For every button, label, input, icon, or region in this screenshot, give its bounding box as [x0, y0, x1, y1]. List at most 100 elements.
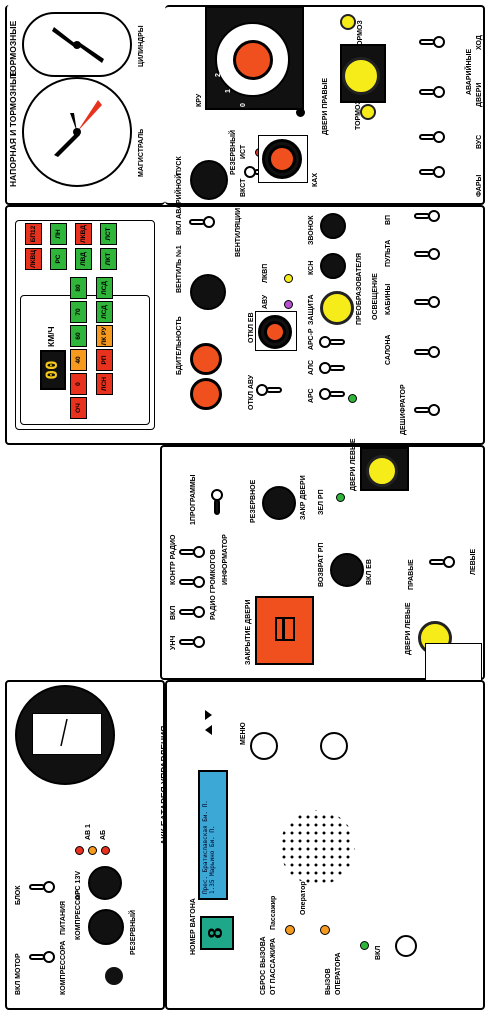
salona-label: САЛОНА: [385, 334, 392, 366]
ars-toggle[interactable]: [319, 387, 345, 401]
ksn-label: КСН: [308, 260, 315, 275]
bditel-button-1[interactable]: [190, 343, 222, 375]
bditel-button-2[interactable]: [190, 378, 222, 410]
kru-switch-handle[interactable]: [233, 40, 273, 80]
motor-toggle[interactable]: [29, 950, 55, 964]
doors-right-button[interactable]: [342, 57, 380, 95]
ventil-avar-toggle[interactable]: [189, 215, 215, 229]
als-toggle[interactable]: [319, 361, 345, 375]
rezervnoe-button[interactable]: [262, 486, 296, 520]
hod-toggle[interactable]: [419, 35, 445, 49]
ksn-button[interactable]: [320, 253, 346, 279]
ars-r-toggle[interactable]: [319, 335, 345, 349]
preobr-label: ПРЕОБРАЗОВАТЕЛЯ: [356, 253, 363, 325]
tormoz-bottom-lamp: [360, 104, 376, 120]
arrow-down-icon[interactable]: [205, 710, 212, 720]
kontr-toggle[interactable]: [179, 575, 205, 589]
avu-lamp: [284, 300, 293, 309]
ind-lkru: ЛК РУ: [96, 325, 113, 347]
pusk-button[interactable]: [190, 160, 228, 200]
pravye-levye-toggle[interactable]: [429, 555, 455, 569]
lamp-av: [75, 846, 84, 855]
blok-label: БЛОК: [15, 885, 22, 906]
dveri-levye-top-button[interactable]: [366, 455, 398, 487]
ars13-button[interactable]: [88, 866, 122, 900]
blok-toggle[interactable]: [29, 880, 55, 894]
lkvp-lamp: [284, 274, 293, 283]
pulta-toggle[interactable]: [414, 247, 440, 261]
menu-label: МЕНЮ: [240, 722, 247, 745]
fary-toggle[interactable]: [419, 165, 445, 179]
dveri-toggle[interactable]: [419, 85, 445, 99]
arrow-up-icon[interactable]: [205, 725, 212, 735]
gauges-brake-label: ТОРМОЗНЫЕ: [8, 20, 18, 77]
kabiny-label: КАБИНЫ: [385, 283, 392, 315]
passazhir-lamp[interactable]: [285, 925, 295, 935]
ventil1-button[interactable]: [190, 274, 226, 310]
zakrytie-button[interactable]: [255, 596, 314, 665]
dveri-levye-bottom-label: ДВЕРИ ЛЕВЫЕ: [405, 602, 412, 655]
ind-lkvd: ЛКВД: [75, 223, 92, 245]
tormoz-top-lamp: [340, 14, 356, 30]
deshifrator-toggle[interactable]: [414, 403, 440, 417]
zaschita-button[interactable]: [320, 291, 354, 325]
zakrytie-label: ЗАКРЫТИЕ ДВЕРИ: [245, 599, 252, 665]
informator-label: ИНФОРМАТОР: [222, 534, 229, 585]
ot-pass-label: ОТ ПАССАЖИРА: [270, 937, 277, 995]
lcd-screen: Прес. Братиславская Би. П. 1.35 Марьино …: [198, 770, 228, 900]
otkl-avu-toggle[interactable]: [256, 383, 282, 397]
kompressora-label: КОМПРЕССОРА: [60, 940, 67, 995]
vus-toggle[interactable]: [419, 130, 445, 144]
zakr-dveri-label: ЗАКР ДВЕРИ: [300, 475, 307, 520]
zvonok-button[interactable]: [320, 213, 346, 239]
kru-pos-1: 1: [225, 89, 232, 93]
vkl-info-button[interactable]: [395, 935, 417, 957]
programs-toggle[interactable]: [210, 489, 224, 515]
ars-label: АРС: [308, 388, 315, 403]
pitaniya-label: ПИТАНИЯ: [60, 900, 67, 935]
zaschita-label: ЗАЩИТА: [308, 294, 315, 326]
nomer-display: 8: [200, 916, 234, 950]
zakrytie-handle-icon: [275, 617, 295, 641]
ist-label: ИСТ: [240, 144, 247, 159]
vozvrat-button[interactable]: [330, 553, 364, 587]
lamp-av1: [88, 846, 97, 855]
brake-cylinder-gauge: [22, 12, 132, 77]
vkl-toggle[interactable]: [179, 605, 205, 619]
ars13-label: АРС 13V: [75, 870, 82, 900]
uhch-label: УНЧ: [170, 635, 177, 650]
reserve-switch-icon: [105, 967, 123, 985]
ind-lsd2: ЛСД: [96, 277, 113, 299]
rezervnoe-label: РЕЗЕРВНОЕ: [250, 479, 257, 523]
radio-toggle[interactable]: [179, 545, 205, 559]
kah-label: КАХ: [312, 173, 319, 187]
rezervnyy-label: РЕЗЕРВНЫЙ: [130, 909, 137, 955]
bditel-label: БДИТЕЛЬНОСТЬ: [176, 316, 183, 375]
kabiny-toggle[interactable]: [414, 295, 440, 309]
avu-label: АВУ: [262, 294, 269, 309]
main-gauge-needle-icon: [54, 100, 102, 157]
kontr-label: КОНТР РАДИО: [170, 534, 177, 586]
vkst-label: ВКСТ: [240, 178, 247, 197]
kah-button-center[interactable]: [268, 145, 296, 173]
menu-button-2[interactable]: [320, 732, 348, 760]
ind-40: 40: [70, 349, 87, 371]
lamp-ab: [101, 846, 110, 855]
menu-button-1[interactable]: [250, 732, 278, 760]
ind-60: 60: [70, 325, 87, 347]
ind-ln: ЛН: [50, 223, 67, 245]
lamp-av1-label: АВ 1: [85, 824, 92, 840]
gauges-title: НАПОРНАЯ И ТОРМОЗНЫЕ: [8, 70, 18, 187]
otkl-ev-button-center[interactable]: [264, 321, 286, 343]
salona-toggle[interactable]: [414, 345, 440, 359]
ind-lkt: ЛКТ: [100, 248, 117, 270]
kompressor-button[interactable]: [88, 909, 124, 945]
als-label: АЛС: [308, 359, 315, 375]
vp-toggle[interactable]: [414, 209, 440, 223]
hod-label: ХОД: [476, 35, 483, 50]
ind-lsn: ЛСН: [96, 373, 113, 395]
uhch-toggle[interactable]: [179, 635, 205, 649]
voltmeter-face: [32, 713, 102, 755]
operator-lamp[interactable]: [320, 925, 330, 935]
